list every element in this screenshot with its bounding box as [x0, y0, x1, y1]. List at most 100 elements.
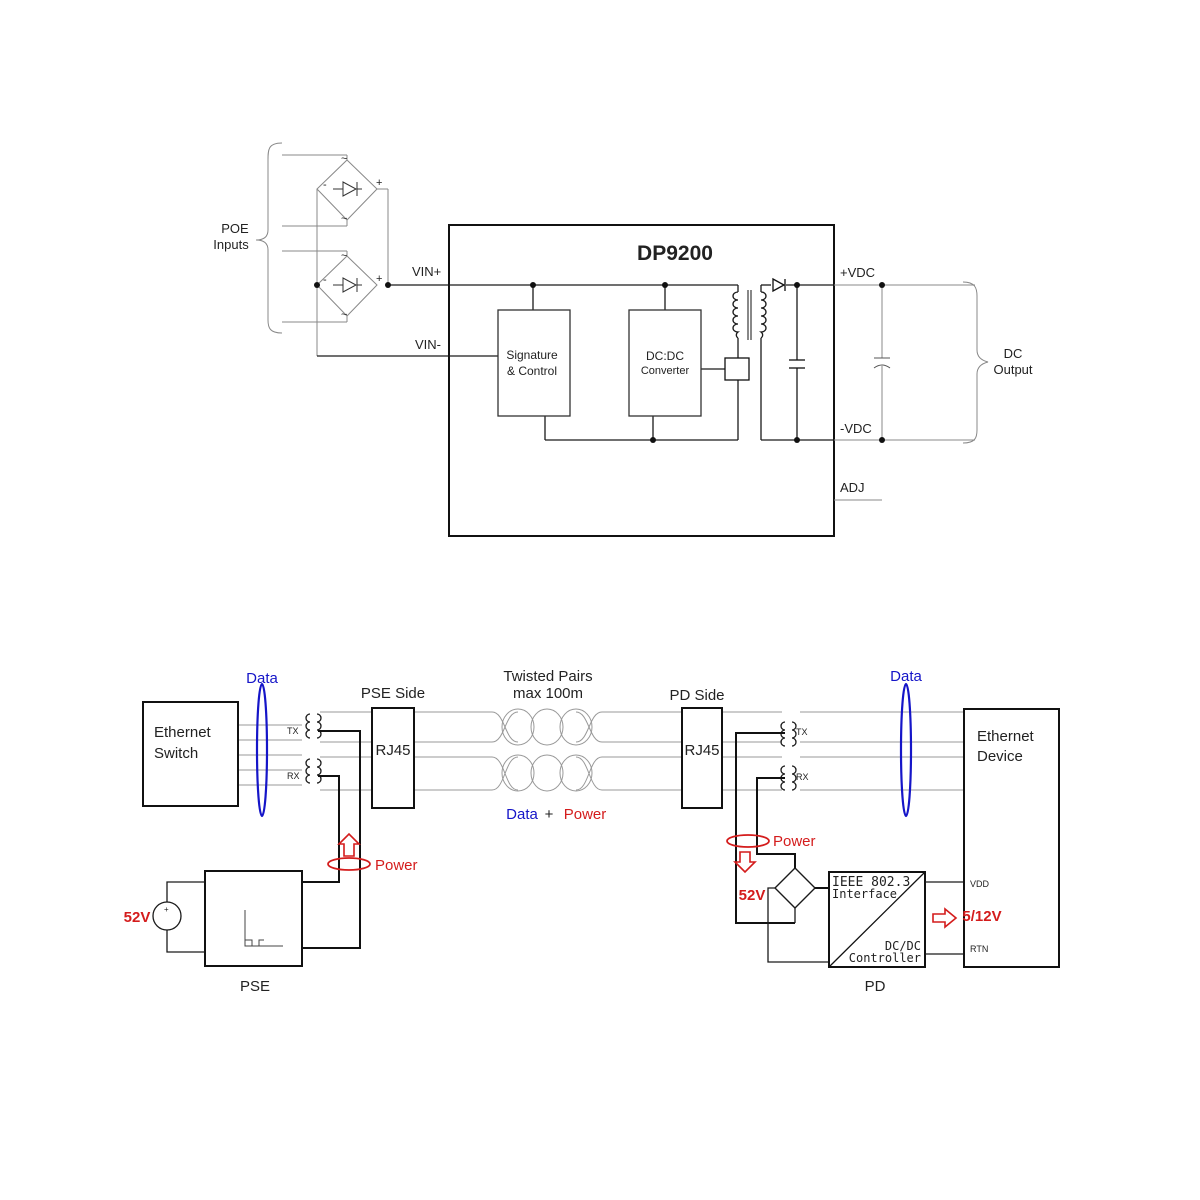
ethernet-switch-box: [142, 701, 239, 807]
bridge-minus-2: -: [323, 274, 327, 286]
power-ellipse-right: [726, 834, 770, 848]
source-wire-top: [166, 881, 205, 902]
twisted-pairs-label-2: max 100m: [513, 685, 583, 702]
dp9200-schematic: POE Inputs: [213, 142, 1033, 537]
poe-input-lines: [282, 154, 389, 356]
rj45-pse: [371, 707, 415, 809]
data-ellipse-left: [255, 682, 269, 818]
rj45-pd: [681, 707, 723, 809]
rtn-label: RTN: [970, 944, 988, 954]
transformer-primary: [732, 291, 741, 339]
data-label-left: Data: [246, 670, 278, 687]
pse-switch-icon: [245, 939, 264, 947]
tilde-4: ~: [341, 309, 347, 321]
data-ellipse-right: [899, 682, 913, 818]
poe-inputs-label-1: POE: [221, 221, 249, 236]
poe-inputs-brace: [255, 142, 283, 334]
poe-inputs-label-2: Inputs: [213, 237, 249, 252]
tilde-2: ~: [341, 213, 347, 225]
dcdc-label-2: Converter: [641, 365, 690, 377]
pse-power-wire-rx: [302, 775, 340, 883]
poe-diagram: Ethernet Switch TX RX RJ45 RJ45 Data Dat…: [124, 668, 1060, 995]
data-label-right: Data: [890, 668, 922, 685]
v52-left-label: 52V: [124, 909, 151, 926]
pd-box-divider: [828, 871, 926, 968]
tilde-3: ~: [341, 250, 347, 262]
pd-power-wire-tx: [735, 732, 795, 924]
junction-dot: [314, 282, 320, 288]
tilde-1: ~: [341, 153, 347, 165]
dcdc-ctrl-label-2: Controller: [849, 951, 921, 965]
data-power-power: Power: [564, 806, 607, 823]
pse-power-wire-tx: [302, 730, 361, 949]
adj-label: ADJ: [840, 480, 865, 495]
power-ellipse-left: [327, 857, 371, 871]
source-wire-bottom: [166, 930, 205, 953]
voltage-source-icon: [152, 901, 182, 931]
dc-output-label-2: Output: [993, 362, 1032, 377]
vdc-minus-label: -VDC: [840, 421, 872, 436]
switch-block: [724, 357, 750, 381]
pd-bridge-rectifier-icon: [774, 867, 816, 909]
dcdc-converter-block: [628, 309, 702, 417]
junction-dot: [650, 437, 656, 443]
tx-label-right: TX: [796, 727, 808, 737]
data-power-data: Data: [506, 806, 538, 823]
pd-side-label: PD Side: [669, 687, 724, 704]
dcdc-label-1: DC:DC: [646, 349, 684, 363]
output-diode-icon: [772, 277, 786, 293]
vin-plus-label: VIN+: [412, 264, 441, 279]
dcdc-ctrl-label-1: DC/DC: [885, 939, 921, 953]
ethernet-switch-label-1: Ethernet: [154, 724, 212, 741]
ieee-label-1: IEEE 802.3: [832, 875, 910, 890]
pd-bridge-return: [767, 887, 829, 963]
signature-label-2: & Control: [507, 364, 557, 378]
power-label-right: Power: [773, 833, 816, 850]
junction-dot: [879, 437, 885, 443]
rx-label-left: RX: [287, 771, 300, 781]
vin-minus-label: VIN-: [415, 337, 441, 352]
rj45-pd-label: RJ45: [684, 742, 719, 759]
junction-dot: [662, 282, 668, 288]
pd-label: PD: [865, 978, 886, 995]
vdd-label: VDD: [970, 879, 990, 889]
rj45-pse-label: RJ45: [375, 742, 410, 759]
junction-dot: [794, 282, 800, 288]
tx-label-left: TX: [287, 726, 299, 736]
v512-label: 5/12V: [962, 908, 1001, 925]
bridge-minus-1: -: [323, 179, 327, 191]
bridge-diode-2: [333, 277, 362, 293]
vdc-plus-label: +VDC: [840, 265, 875, 280]
ethernet-device-label-2: Device: [977, 748, 1023, 765]
ieee-label-2: Interface: [832, 887, 897, 901]
power-right-arrow-icon: [932, 907, 958, 929]
power-label-left: Power: [375, 857, 418, 874]
pse-box: [204, 870, 303, 967]
dp9200-title: DP9200: [637, 242, 713, 265]
twisted-pairs-label-1: Twisted Pairs: [503, 668, 592, 685]
ethernet-switch-label-2: Switch: [154, 745, 198, 762]
pd-power-wire-rx: [756, 777, 796, 868]
signature-control-block: [497, 309, 571, 417]
rx-label-right: RX: [796, 772, 809, 782]
bridge-diode-1: [333, 181, 362, 197]
v52-right-label: 52V: [739, 887, 766, 904]
pse-transformers: [305, 713, 322, 784]
junction-dot: [530, 282, 536, 288]
transformer-secondary: [758, 291, 767, 339]
ethernet-device-label-1: Ethernet: [977, 728, 1035, 745]
power-up-arrow-icon: [337, 832, 361, 857]
power-down-arrow-icon: [733, 851, 757, 874]
junction-dot: [879, 282, 885, 288]
pse-label: PSE: [240, 978, 270, 995]
pse-side-label: PSE Side: [361, 685, 425, 702]
bridge-plus-1: +: [376, 177, 382, 189]
source-plus: +: [164, 905, 169, 914]
junction-dot: [385, 282, 391, 288]
pair-wires: [238, 708, 964, 792]
data-power-plus: +: [545, 806, 554, 823]
bridge-plus-2: +: [376, 273, 382, 285]
dc-output-brace: [962, 281, 989, 444]
dp9200-internal-wiring: [449, 284, 834, 441]
